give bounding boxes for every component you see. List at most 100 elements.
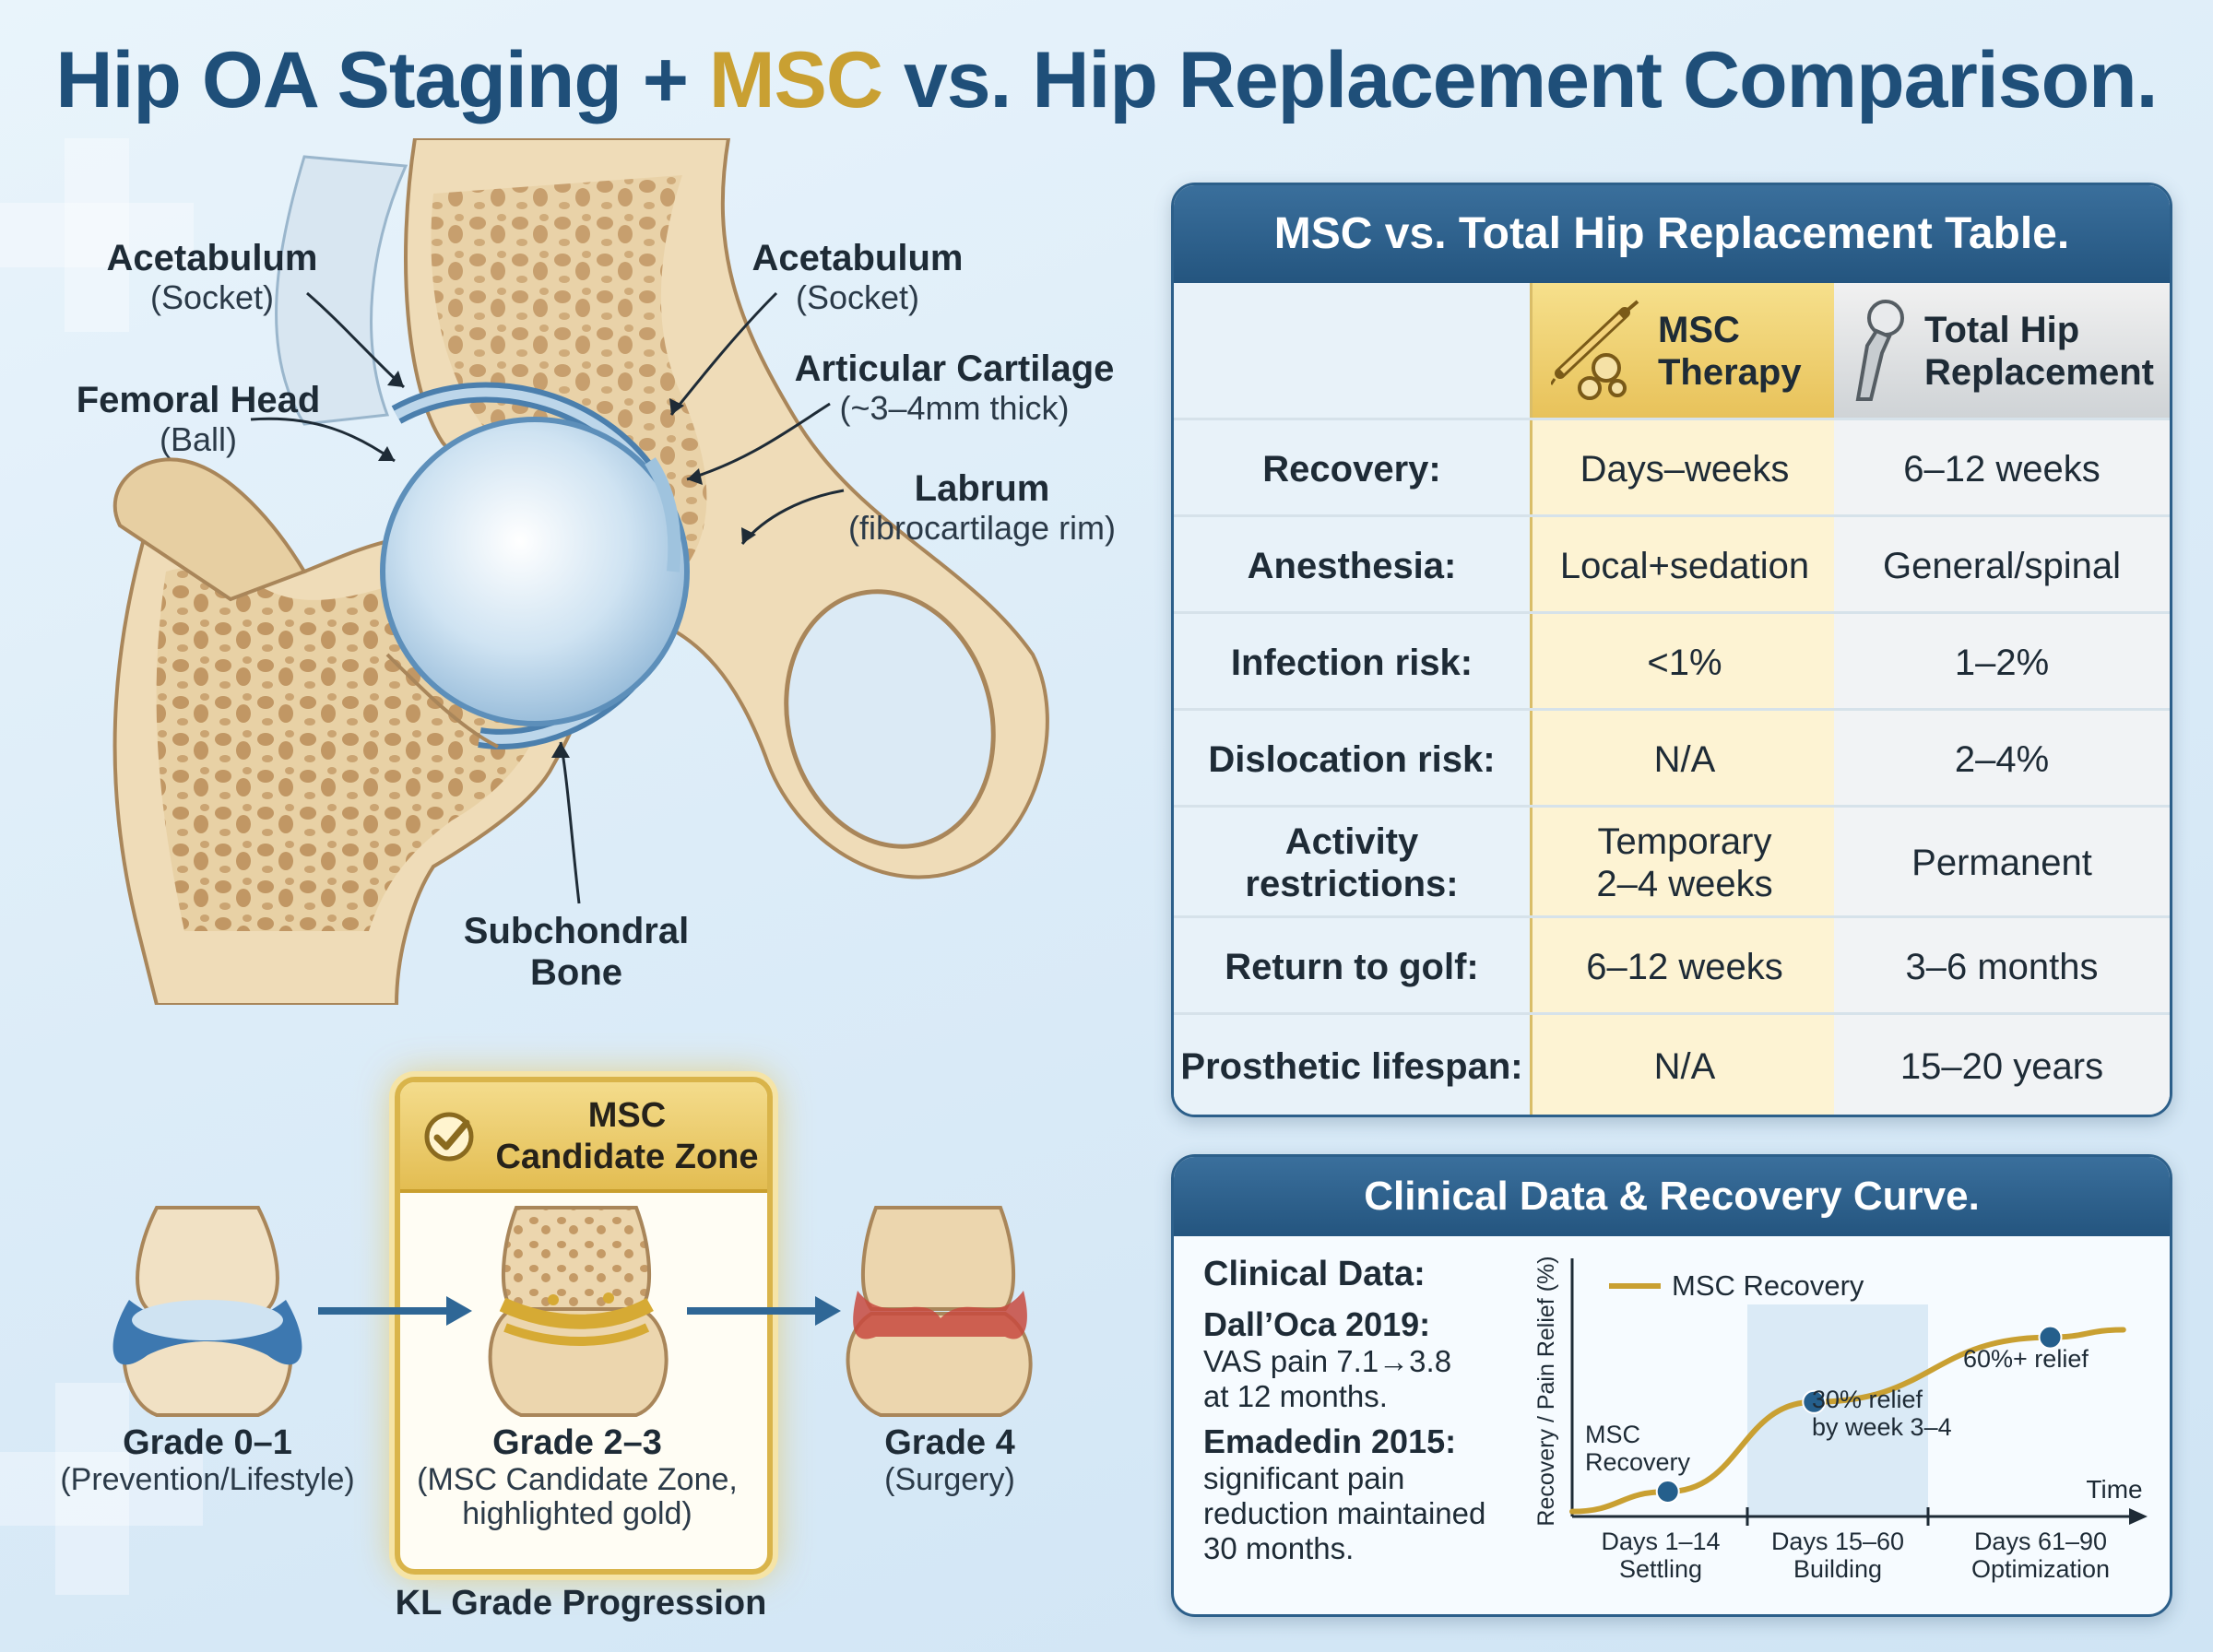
total-hip-value: Permanent bbox=[1834, 808, 2170, 918]
phase-sublabel: Settling bbox=[1619, 1555, 1702, 1583]
clinical-heading: Clinical Data: bbox=[1203, 1255, 1426, 1293]
row-label: Dislocation risk: bbox=[1174, 711, 1530, 808]
study-text: VAS pain 7.1→3.8 bbox=[1203, 1344, 1452, 1378]
phase-label: Days 15–60 bbox=[1771, 1528, 1904, 1555]
msc-value: 6–12 weeks bbox=[1530, 918, 1840, 1015]
kl-joint-icons bbox=[112, 1206, 1033, 1417]
label-note: (Socket) bbox=[795, 277, 920, 316]
study-title: Emadedin 2015: bbox=[1203, 1422, 1457, 1460]
syringe-cells-icon bbox=[1551, 300, 1639, 400]
msc-value-line: 2–4 weeks bbox=[1596, 864, 1773, 904]
table-row: Recovery: Days–weeks 6–12 weeks bbox=[1174, 418, 2170, 517]
background-decoration bbox=[55, 1383, 129, 1595]
table-row: Activity restrictions: Temporary 2–4 wee… bbox=[1174, 805, 2170, 918]
annotation-start: Recovery bbox=[1585, 1448, 1691, 1476]
table-row: Dislocation risk: N/A 2–4% bbox=[1174, 708, 2170, 808]
table-column-header-row: MSC Therapy Total Hip Replacement bbox=[1174, 283, 2170, 418]
label-note: (Socket) bbox=[149, 277, 275, 316]
hip-anatomy-illustration: Acetabulum (Socket) Acetabulum (Socket) … bbox=[0, 136, 1143, 1007]
msc-value: N/A bbox=[1530, 711, 1840, 808]
label-title: Articular Cartilage bbox=[794, 348, 1115, 389]
grade-label: Grade 4 bbox=[884, 1423, 1015, 1462]
legend-label: MSC Recovery bbox=[1672, 1269, 1864, 1302]
check-badge-icon bbox=[424, 1112, 474, 1162]
candidate-title-line: MSC bbox=[587, 1096, 667, 1135]
msc-value: Local+sedation bbox=[1530, 517, 1840, 614]
annotation-mid: 30% relief bbox=[1812, 1386, 1923, 1413]
table-row: Infection risk: <1% 1–2% bbox=[1174, 611, 2170, 711]
msc-value: N/A bbox=[1530, 1015, 1840, 1115]
background-decoration bbox=[65, 138, 129, 332]
annotation-end: 60%+ relief bbox=[1963, 1345, 2089, 1373]
row-label: Infection risk: bbox=[1174, 614, 1530, 711]
msc-value: Temporary 2–4 weeks bbox=[1530, 808, 1840, 918]
row-label-line: restrictions: bbox=[1245, 864, 1459, 904]
column-header-line: Replacement bbox=[1924, 352, 2154, 393]
total-hip-value: 2–4% bbox=[1834, 711, 2170, 808]
row-label-line: Activity bbox=[1284, 821, 1419, 862]
page-title: Hip OA Staging + MSC vs. Hip Replacement… bbox=[0, 35, 2213, 126]
grade-4-joint-icon bbox=[846, 1206, 1033, 1417]
grade-2-3-joint-icon bbox=[488, 1206, 669, 1417]
row-label: Return to golf: bbox=[1174, 918, 1530, 1015]
label-articular-cartilage: Articular Cartilage (~3–4mm thick) bbox=[784, 348, 1125, 427]
study-text: at 12 months. bbox=[1203, 1379, 1388, 1414]
column-header-line: Total Hip bbox=[1924, 310, 2080, 350]
label-femoral-head: Femoral Head (Ball) bbox=[55, 380, 341, 458]
msc-recovery-data-point bbox=[2038, 1325, 2063, 1350]
total-hip-value: General/spinal bbox=[1834, 517, 2170, 614]
row-label: Recovery: bbox=[1174, 420, 1530, 517]
recovery-curve-chart: Recovery / Pain Relief (%) Time MSC Reco… bbox=[1533, 1256, 2148, 1583]
msc-value: <1% bbox=[1530, 614, 1840, 711]
column-header-total-hip: Total Hip Replacement bbox=[1834, 283, 2170, 418]
x-axis-arrow bbox=[2129, 1508, 2148, 1525]
kl-grade-title: KL Grade Progression bbox=[395, 1584, 767, 1622]
table-row: Anesthesia: Local+sedation General/spina… bbox=[1174, 514, 2170, 614]
candidate-zone-title: MSC Candidate Zone bbox=[492, 1095, 762, 1178]
phase-sublabel: Optimization bbox=[1971, 1555, 2110, 1583]
hip-implant-icon bbox=[1855, 300, 1904, 401]
column-header-empty bbox=[1174, 283, 1530, 418]
clinical-panel-title: Clinical Data & Recovery Curve. bbox=[1174, 1157, 2170, 1236]
candidate-zone-header: MSC Candidate Zone bbox=[400, 1082, 767, 1193]
phase-label: Days 1–14 bbox=[1601, 1528, 1720, 1555]
annotation-start: MSC bbox=[1585, 1421, 1640, 1448]
clinical-data-panel: Clinical Data & Recovery Curve. Clinical… bbox=[1171, 1154, 2172, 1617]
msc-value-line: Temporary bbox=[1597, 821, 1772, 862]
label-acetabulum-left: Acetabulum (Socket) bbox=[101, 238, 323, 316]
y-axis-label: Recovery / Pain Relief (%) bbox=[1533, 1256, 1559, 1526]
total-hip-value: 1–2% bbox=[1834, 614, 2170, 711]
x-axis-label: Time bbox=[2086, 1475, 2142, 1504]
study-text: significant pain bbox=[1203, 1460, 1405, 1495]
grade-label: Grade 0–1 bbox=[123, 1423, 292, 1462]
row-label: Prosthetic lifespan: bbox=[1174, 1015, 1530, 1115]
total-hip-value: 3–6 months bbox=[1834, 918, 2170, 1015]
column-header-line: MSC bbox=[1658, 310, 1740, 350]
phase-label: Days 61–90 bbox=[1974, 1528, 2107, 1555]
label-title: Subchondral bbox=[463, 911, 690, 951]
msc-recovery-data-point bbox=[1655, 1480, 1680, 1504]
row-label: Activity restrictions: bbox=[1174, 808, 1530, 918]
title-part: vs. Hip Replacement Comparison. bbox=[882, 36, 2159, 124]
column-header-line: Therapy bbox=[1658, 352, 1802, 393]
grade-0-1-joint-icon bbox=[112, 1206, 302, 1417]
label-note: (Ball) bbox=[159, 419, 237, 458]
grade-description: (Prevention/Lifestyle) bbox=[60, 1461, 355, 1497]
label-note: (fibrocartilage rim) bbox=[847, 508, 1117, 547]
grade-4-caption: Grade 4 (Surgery) bbox=[811, 1423, 1088, 1497]
label-title: Bone bbox=[530, 951, 622, 993]
study-text: reduction maintained bbox=[1203, 1495, 1486, 1530]
annotation-mid: by week 3–4 bbox=[1812, 1413, 1952, 1441]
clinical-data-text: Clinical Data: Dall’Oca 2019: VAS pain 7… bbox=[1203, 1255, 1517, 1574]
label-title: Acetabulum bbox=[106, 238, 318, 278]
grade-description: (MSC Candidate Zone, bbox=[417, 1461, 738, 1497]
phase-sublabel: Building bbox=[1793, 1555, 1882, 1583]
study-title: Dall’Oca 2019: bbox=[1203, 1305, 1431, 1343]
grade-description: (Surgery) bbox=[884, 1461, 1015, 1497]
label-acetabulum-right: Acetabulum (Socket) bbox=[747, 238, 968, 316]
label-title: Labrum bbox=[914, 468, 1050, 509]
row-label: Anesthesia: bbox=[1174, 517, 1530, 614]
total-hip-value: 6–12 weeks bbox=[1834, 420, 2170, 517]
label-title: Acetabulum bbox=[751, 238, 964, 278]
grade-0-1-caption: Grade 0–1 (Prevention/Lifestyle) bbox=[37, 1423, 378, 1497]
